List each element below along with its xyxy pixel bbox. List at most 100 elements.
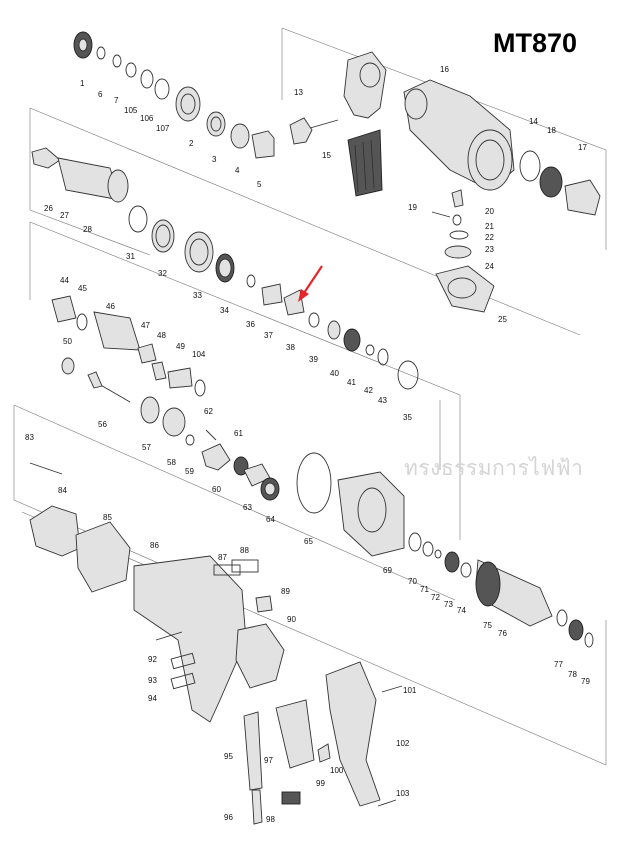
chuck-front-parts: [73, 31, 275, 159]
part-label: 104: [192, 350, 206, 359]
part-label: 105: [124, 106, 138, 115]
part-label: 64: [266, 515, 275, 524]
part-label: 40: [330, 369, 339, 378]
part-label: 73: [444, 600, 453, 609]
part-label: 103: [396, 789, 410, 798]
part-label: 39: [309, 355, 318, 364]
part-label: 7: [114, 96, 119, 105]
part-label: 61: [234, 429, 243, 438]
part-label: 79: [581, 677, 590, 686]
part-label: 88: [240, 546, 249, 555]
part-label: 3: [212, 155, 217, 164]
part-label: 63: [243, 503, 252, 512]
part-label: 70: [408, 577, 417, 586]
model-title: MT870: [493, 28, 578, 58]
part-label: 41: [347, 378, 356, 387]
part-label: 94: [148, 694, 157, 703]
part-label: 37: [264, 331, 273, 340]
part-label: 33: [193, 291, 202, 300]
part-label: 44: [60, 276, 69, 285]
part-label: 87: [218, 553, 227, 562]
part-label: 76: [498, 629, 507, 638]
part-label: 35: [403, 413, 412, 422]
part-label: 42: [364, 386, 373, 395]
part-label: 28: [83, 225, 92, 234]
striker-group: [51, 295, 332, 514]
part-label: 93: [148, 676, 157, 685]
part-label: 20: [485, 207, 494, 216]
part-label: 86: [150, 541, 159, 550]
part-label: 92: [148, 655, 157, 664]
part-label: 38: [286, 343, 295, 352]
part-label: 48: [157, 331, 166, 340]
part-label: 62: [204, 407, 213, 416]
part-label: 96: [224, 813, 233, 822]
part-label: 95: [224, 752, 233, 761]
part-label: 36: [246, 320, 255, 329]
part-label: 75: [483, 621, 492, 630]
part-label: 25: [498, 315, 507, 324]
part-label: 58: [167, 458, 176, 467]
part-label: 13: [294, 88, 303, 97]
part-label: 17: [578, 143, 587, 152]
side-handle-and-gear-housing: [289, 51, 601, 313]
part-number-labels: 1 6 7 105 106 107 2 3 4 5 13 15 16 14 18…: [25, 65, 590, 824]
part-label: 45: [78, 284, 87, 293]
part-label: 49: [176, 342, 185, 351]
part-label: 89: [281, 587, 290, 596]
part-label: 1: [80, 79, 85, 88]
part-label: 6: [98, 90, 103, 99]
part-label: 97: [264, 756, 273, 765]
part-label: 59: [185, 467, 194, 476]
part-label: 47: [141, 321, 150, 330]
part-label: 31: [126, 252, 135, 261]
part-label: 26: [44, 204, 53, 213]
part-label: 18: [547, 126, 556, 135]
part-label: 77: [554, 660, 563, 669]
part-label: 78: [568, 670, 577, 679]
part-label: 72: [431, 593, 440, 602]
part-label: 43: [378, 396, 387, 405]
part-label: 98: [266, 815, 275, 824]
part-label: 50: [63, 337, 72, 346]
part-label: 107: [156, 124, 170, 133]
part-label: 15: [322, 151, 331, 160]
part-label: 71: [420, 585, 429, 594]
part-label: 56: [98, 420, 107, 429]
part-label: 4: [235, 166, 240, 175]
part-label: 19: [408, 203, 417, 212]
part-label: 27: [60, 211, 69, 220]
part-label: 74: [457, 606, 466, 615]
part-label: 60: [212, 485, 221, 494]
guide-lines: [13, 27, 607, 766]
part-label: 69: [383, 566, 392, 575]
part-label: 101: [403, 686, 417, 695]
barrel-mechanism: [31, 147, 419, 390]
part-label: 5: [257, 180, 262, 189]
part-label: 14: [529, 117, 538, 126]
part-label: 85: [103, 513, 112, 522]
part-label: 24: [485, 262, 494, 271]
part-label: 23: [485, 245, 494, 254]
watermark-text: ทรงธรรมการไฟฟ้า: [404, 456, 584, 480]
part-label: 34: [220, 306, 229, 315]
part-label: 22: [485, 233, 494, 242]
part-label: 32: [158, 269, 167, 278]
part-label: 57: [142, 443, 151, 452]
part-label: 21: [485, 222, 494, 231]
part-label: 83: [25, 433, 34, 442]
part-label: 100: [330, 766, 344, 775]
part-label: 106: [140, 114, 154, 123]
part-label: 65: [304, 537, 313, 546]
highlight-arrow: [298, 265, 323, 302]
part-label: 102: [396, 739, 410, 748]
motor-and-housing: [29, 462, 594, 825]
part-label: 16: [440, 65, 449, 74]
part-label: 90: [287, 615, 296, 624]
part-label: 84: [58, 486, 67, 495]
part-label: 46: [106, 302, 115, 311]
part-label: 2: [189, 139, 194, 148]
part-label: 99: [316, 779, 325, 788]
